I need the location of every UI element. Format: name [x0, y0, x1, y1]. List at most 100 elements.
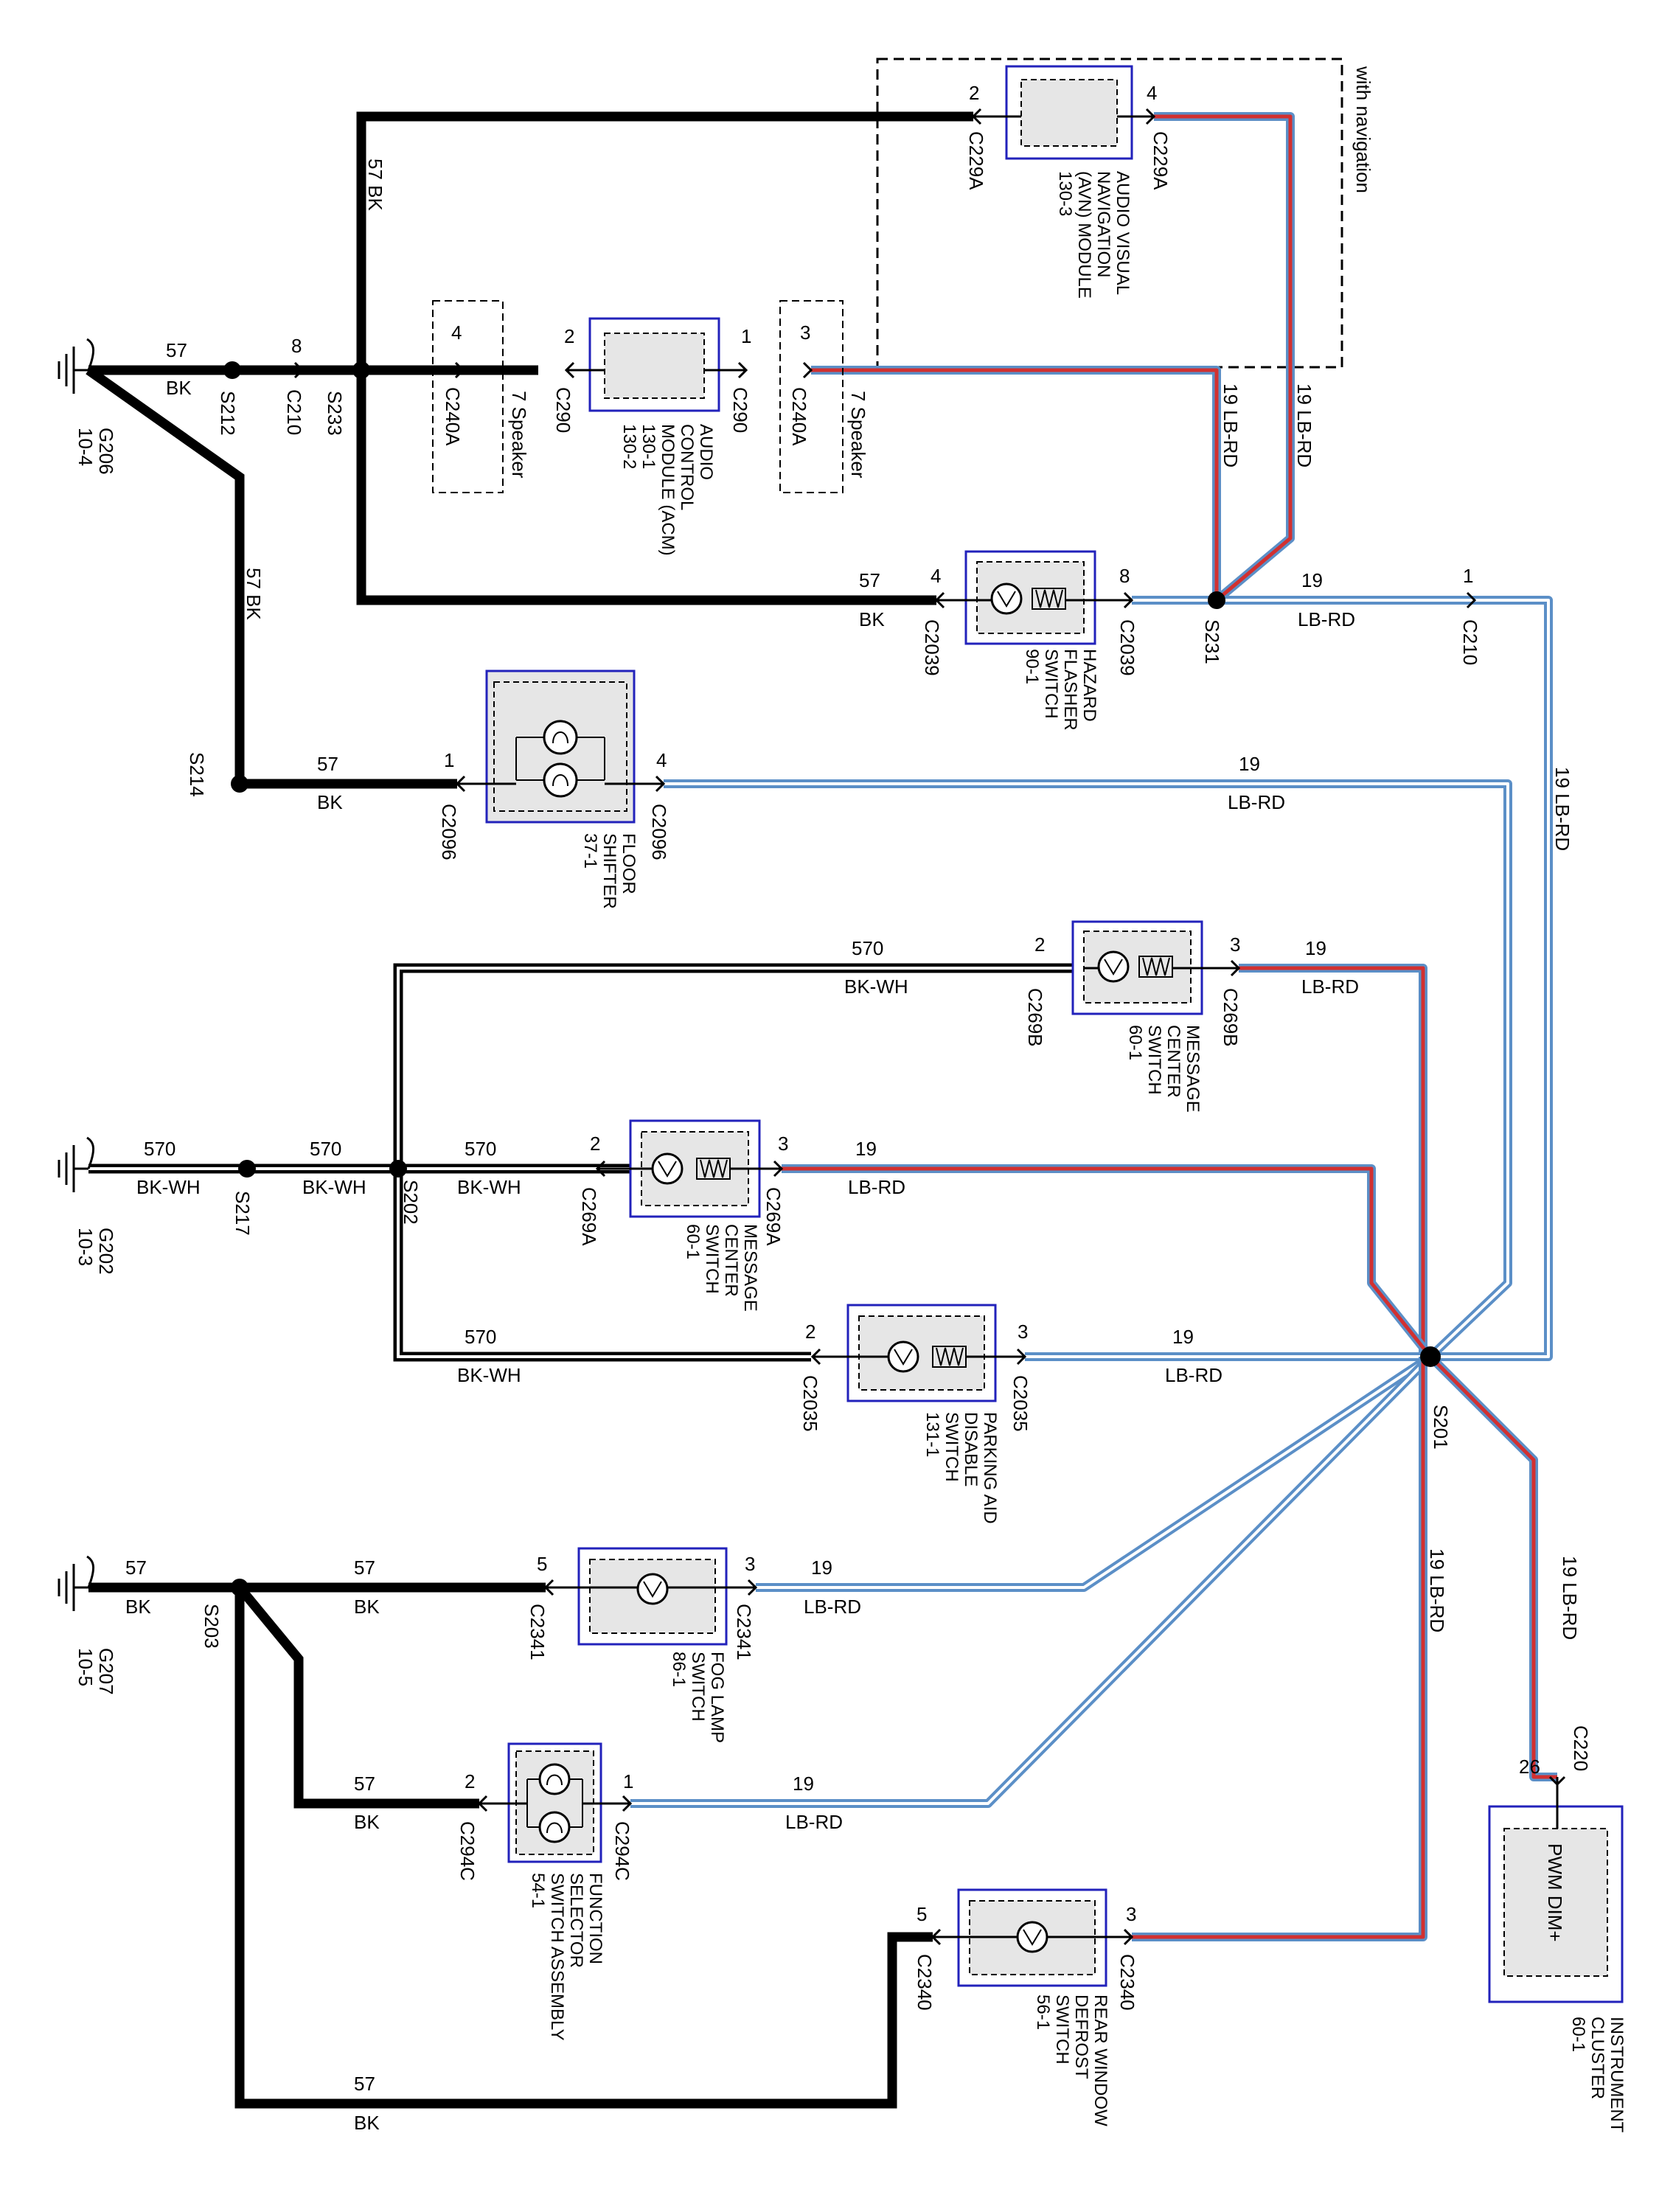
connector-label-23: C2340 — [1116, 1954, 1138, 2011]
connector-label-24: C220 — [1570, 1725, 1592, 1771]
wire-19-stripe — [1132, 599, 1550, 1358]
wire-label-25: LB-RD — [1165, 1364, 1222, 1386]
bulb-icon — [526, 1763, 583, 1843]
wire-label-34: 19 — [793, 1773, 814, 1795]
wire-label-v-2: 19 LB-RD — [1220, 383, 1242, 467]
wire-label-21: LB-RD — [848, 1176, 905, 1198]
avn-name-line-3: 130-3 — [1055, 171, 1075, 216]
hazard-name-line-3: 90-1 — [1022, 649, 1042, 684]
function-selector-name-line-3: 54-1 — [528, 1873, 548, 1908]
rear-defrost-name-line-0: REAR WINDOW — [1091, 1994, 1110, 2126]
speaker-label-right: 7 Speaker — [847, 391, 869, 479]
splice-s202 — [389, 1160, 407, 1178]
acm-name-line-4: 130-2 — [619, 424, 639, 469]
pin-label-19: 3 — [745, 1553, 755, 1575]
wire-19-lb-rd — [1132, 1357, 1427, 1941]
ground-id-0: G206 — [95, 428, 117, 475]
connector-label-19: C2341 — [733, 1604, 755, 1660]
wire-label-v-4: 19 LB-RD — [1551, 767, 1573, 851]
wire-label-36: 57 — [354, 2073, 375, 2095]
pin-label-22: 5 — [917, 1903, 927, 1925]
pin-label-8: 8 — [1119, 565, 1130, 587]
parking-aid-name-line-0: PARKING AID — [980, 1412, 1000, 1524]
wire-label-15: BK-WH — [136, 1176, 201, 1198]
connector-label-17: C2035 — [1009, 1375, 1032, 1432]
function-selector-name-line-0: FUNCTION — [585, 1873, 605, 1964]
wire-19-stripe — [630, 1355, 1432, 1805]
resistor-icon — [1035, 589, 1063, 608]
ground-page-0: 10-4 — [74, 428, 97, 466]
splice-label-7: S203 — [201, 1604, 223, 1649]
wire-19-lb-rd — [1154, 112, 1295, 604]
pin-label-3: 4 — [451, 321, 462, 344]
hazard-name-line-2: SWITCH — [1041, 649, 1061, 719]
wire-label-14: 570 — [144, 1138, 175, 1160]
wire-19-lb-rd — [664, 779, 1512, 1360]
connector-label-14: C269A — [578, 1187, 600, 1246]
splice-s201 — [1420, 1346, 1441, 1367]
msg-b-name-line-2: SWITCH — [1144, 1025, 1164, 1095]
acm-name-line-2: MODULE (ACM) — [658, 424, 678, 556]
wire-label-24: 19 — [1172, 1326, 1194, 1348]
splice-s217 — [238, 1160, 256, 1178]
wire-label-26: 57 — [125, 1557, 147, 1579]
rear-defrost-name-line-3: 56-1 — [1033, 1994, 1053, 2030]
floor-shifter-name-line-1: SHIFTER — [599, 833, 619, 909]
rear-defrost-name-line-1: DEFROST — [1071, 1994, 1091, 2079]
connector-label-13: C269B — [1220, 988, 1242, 1047]
connector-label-16: C2035 — [799, 1375, 821, 1432]
avn-name-line-2: (AVN) MODULE — [1074, 171, 1094, 299]
pin-label-5: 1 — [741, 325, 751, 347]
splice-s212 — [223, 361, 241, 379]
wire-label-13: LB-RD — [1301, 975, 1359, 998]
wire-label-37: BK — [354, 2112, 380, 2134]
splice-s214 — [231, 775, 248, 793]
pin-label-0: 2 — [969, 82, 979, 104]
pin-label-1: 4 — [1147, 82, 1157, 104]
wire-label-35: LB-RD — [785, 1811, 843, 1833]
connector-label-1: C229A — [1150, 131, 1172, 190]
fog-lamp-name-line-1: SWITCH — [688, 1652, 708, 1722]
wire-label-v-6: 19 LB-RD — [1559, 1556, 1581, 1640]
lamp-icon — [887, 1340, 919, 1373]
pin-label-20: 2 — [465, 1770, 475, 1792]
wire-19-stripe — [1132, 1357, 1425, 1939]
wire-label-27: BK — [125, 1596, 151, 1618]
floor-shifter-name-line-2: 37-1 — [580, 833, 600, 869]
wire-label-6: 19 — [1301, 569, 1323, 591]
parking-aid-name-line-2: SWITCH — [942, 1412, 961, 1482]
connector-label-21: C294C — [611, 1821, 633, 1881]
connector-label-10: C2096 — [438, 804, 460, 860]
connector-label-18: C2341 — [526, 1604, 549, 1660]
ic-pwm-dim-label: PWM DIM+ — [1544, 1843, 1566, 1942]
pin-label-14: 2 — [590, 1133, 600, 1155]
wire-label-23: BK-WH — [457, 1364, 521, 1386]
connector-label-4: C290 — [552, 387, 574, 433]
speaker-label-left: 7 Speaker — [508, 391, 530, 479]
speaker-box-left — [432, 300, 504, 493]
wire-label-30: 19 — [811, 1557, 832, 1579]
wire-label-v-1: 57 BK — [243, 568, 265, 620]
illumination-ground-570 — [88, 963, 1084, 1362]
wire-label-10: 570 — [852, 937, 883, 959]
function-selector-name-line-1: SELECTOR — [566, 1873, 586, 1968]
pin-label-13: 3 — [1230, 933, 1240, 956]
function-selector-name-line-2: SWITCH ASSEMBLY — [547, 1873, 567, 2041]
pin-label-4: 2 — [564, 325, 574, 347]
wire-label-2: 57 — [317, 753, 338, 775]
pin-label-24: 26 — [1519, 1756, 1540, 1778]
pin-label-7: 4 — [931, 565, 941, 587]
wire-19-stripe — [782, 1166, 1432, 1358]
ground-page-1: 10-3 — [74, 1228, 97, 1266]
lamp-icon — [651, 1152, 684, 1185]
instrument-cluster-name-line-0: INSTRUMENT — [1607, 2017, 1627, 2133]
speaker-box-right — [779, 300, 844, 493]
avn-name-line-0: AUDIO VISUAL — [1113, 171, 1133, 295]
wire-label-31: LB-RD — [804, 1596, 861, 1618]
ground-page-2: 10-5 — [74, 1648, 97, 1686]
pin-label-18: 5 — [537, 1553, 547, 1575]
msg-a-name-line-2: SWITCH — [702, 1224, 722, 1294]
instrument-cluster-name-line-2: 60-1 — [1568, 2017, 1588, 2052]
wire-label-3: BK — [317, 791, 343, 813]
resistor-icon — [700, 1159, 728, 1178]
